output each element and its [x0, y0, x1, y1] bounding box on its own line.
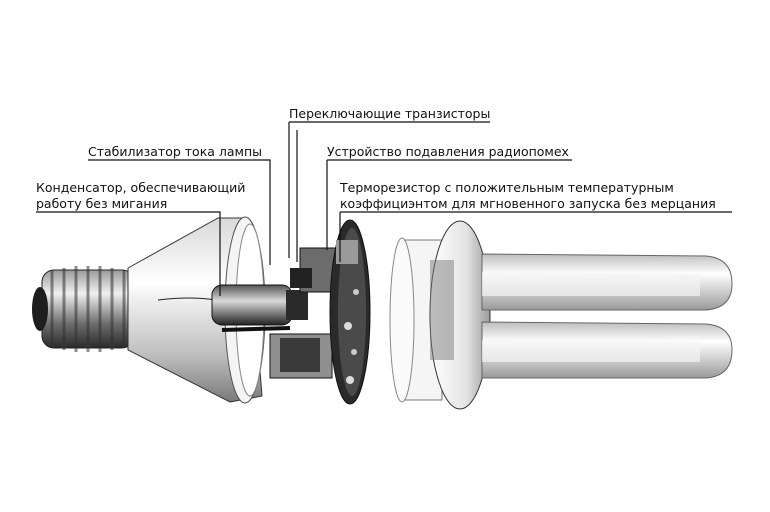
- screw-base: [32, 266, 135, 352]
- label-capacitor-line1: Конденсатор, обеспечивающий: [36, 180, 246, 195]
- label-lamp-ballast: Стабилизатор тока лампы: [88, 144, 262, 159]
- label-rfi-suppressor: Устройство подавления радиопомех: [327, 144, 569, 159]
- label-switching-transistors: Переключающие транзисторы: [289, 106, 491, 121]
- leader-capacitor: [36, 211, 221, 296]
- fluorescent-tubes: [481, 253, 733, 379]
- label-thermistor-line1: Терморезистор с положительным температур…: [340, 180, 674, 195]
- label-capacitor-line2: работу без мигания: [36, 196, 168, 211]
- inner-components: [211, 247, 353, 379]
- leader-lines: [36, 121, 732, 296]
- tube-holder: [389, 220, 491, 410]
- label-thermistor-line2: коэффициэнтом для мгновенного запуска бе…: [340, 196, 716, 211]
- circuit-board: [329, 219, 371, 405]
- leader-lamp-ballast: [88, 159, 271, 265]
